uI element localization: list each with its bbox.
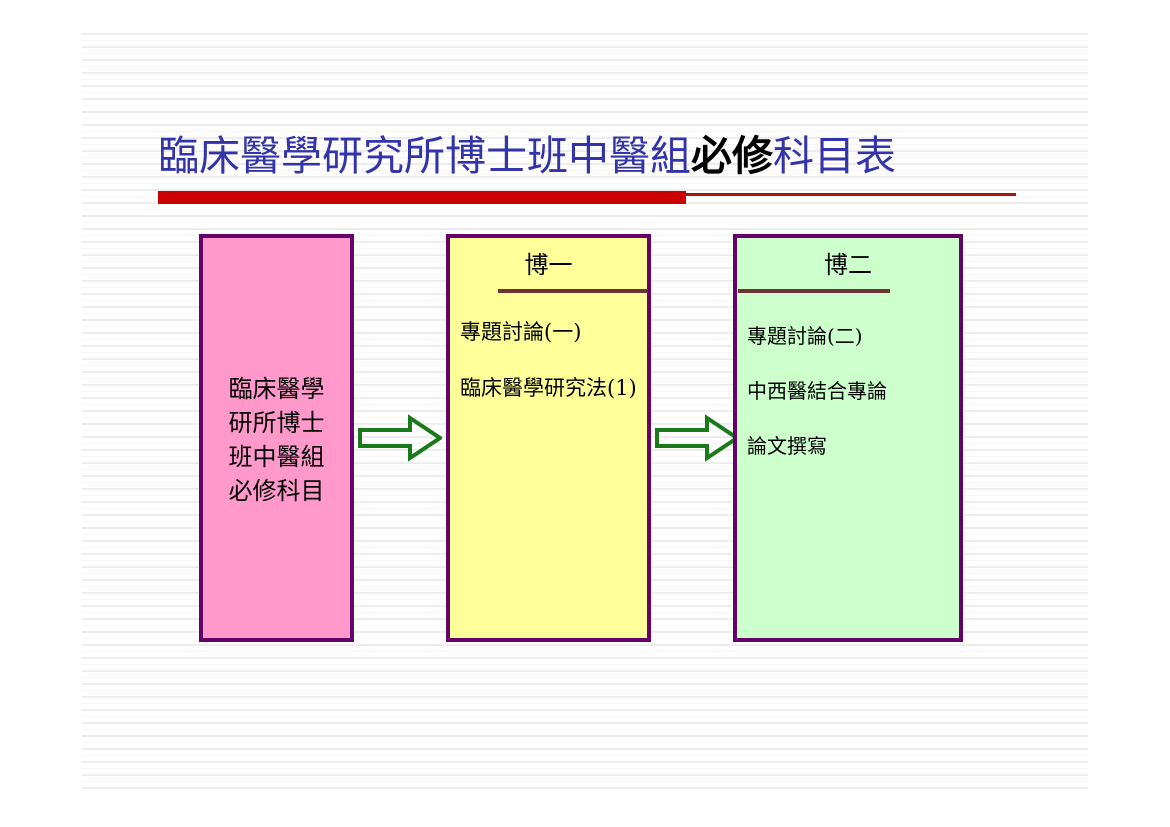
page-title-prefix: 臨床醫學研究所博士班中醫組 bbox=[158, 132, 691, 180]
course-item: 中西醫結合專論 bbox=[747, 379, 887, 403]
page-title-suffix: 科目表 bbox=[773, 132, 896, 180]
course-item: 專題討論(一) bbox=[460, 320, 582, 344]
course-item: 專題討論(二) bbox=[747, 324, 863, 348]
title-underline-thick bbox=[158, 191, 686, 204]
source-line-3: 班中醫組 bbox=[228, 443, 325, 471]
year1-column-box: 博一 專題討論(一) 臨床醫學研究法(1) bbox=[446, 234, 651, 642]
year2-column-box: 博二 專題討論(二) 中西醫結合專論 論文撰寫 bbox=[733, 234, 963, 642]
source-line-4: 必修科目 bbox=[228, 477, 325, 505]
course-item: 論文撰寫 bbox=[747, 434, 827, 458]
year2-header-rule bbox=[738, 289, 890, 293]
arrow-right-icon bbox=[358, 414, 444, 466]
year2-course-list: 專題討論(二) 中西醫結合專論 論文撰寫 bbox=[747, 320, 887, 485]
source-line-2: 研所博士 bbox=[228, 409, 325, 437]
arrow-right-icon bbox=[655, 414, 741, 466]
page-title: 臨床醫學研究所博士班中醫組必修科目表 bbox=[158, 128, 1018, 184]
source-line-1: 臨床醫學 bbox=[228, 375, 325, 403]
source-program-box: 臨床醫學 研所博士 班中醫組 必修科目 bbox=[199, 234, 354, 642]
title-block: 臨床醫學研究所博士班中醫組必修科目表 bbox=[158, 128, 1018, 194]
source-program-text: 臨床醫學 研所博士 班中醫組 必修科目 bbox=[203, 372, 350, 508]
year2-header: 博二 bbox=[824, 251, 872, 279]
year1-course-list: 專題討論(一) 臨床醫學研究法(1) bbox=[460, 316, 637, 428]
page-title-emphasis: 必修 bbox=[691, 132, 773, 180]
course-item: 臨床醫學研究法(1) bbox=[460, 376, 637, 400]
year1-header: 博一 bbox=[524, 251, 573, 279]
year1-header-rule bbox=[498, 289, 648, 293]
